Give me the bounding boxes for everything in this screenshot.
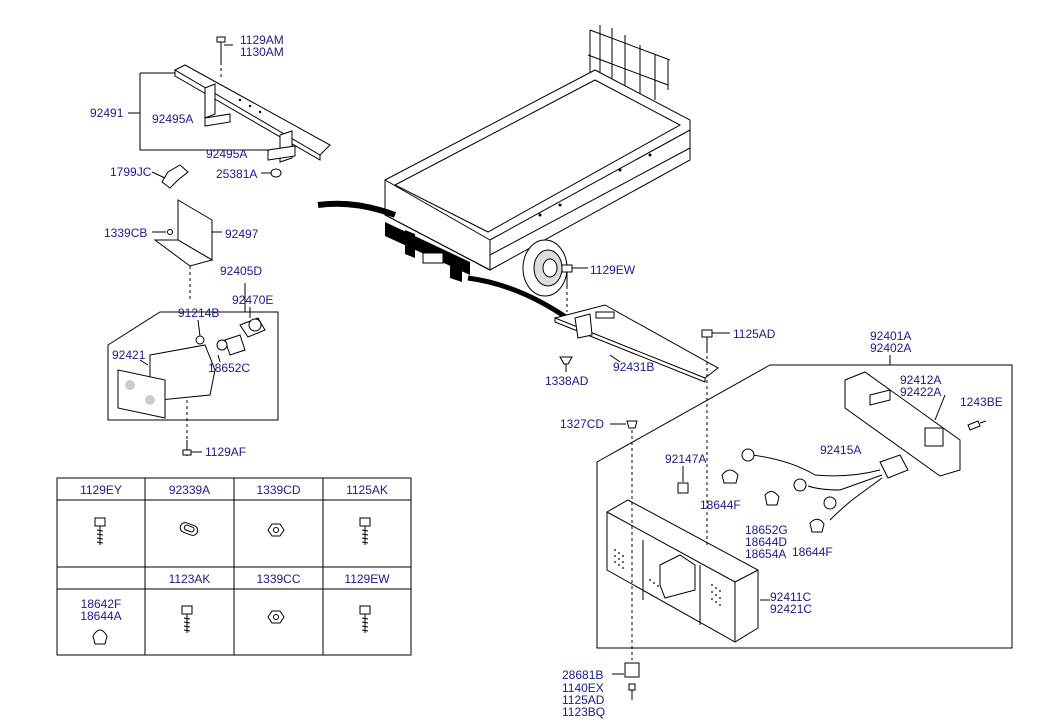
label-92495A-2: 92495A [206,147,248,161]
label-1123BQ: 1123BQ [562,705,606,719]
bolt-icon-2 [359,605,371,633]
table-header-1125AK: 1125AK [346,483,388,497]
label-18654A: 18654A [745,547,787,561]
nut-icon-2 [267,610,285,624]
label-92147A: 92147A [665,452,707,466]
screw-icon-2 [181,605,193,633]
table-header-92339A: 92339A [168,483,211,497]
table-header-1339CD: 1339CD [256,483,301,497]
table-header-1339CC: 1339CC [256,572,301,586]
label-1129EW: 1129EW [590,263,636,277]
table-header-1129EY: 1129EY [80,483,122,497]
label-1243BE: 1243BE [960,395,1003,409]
label-18644D: 18644D [745,535,788,549]
label-92421: 92421 [112,348,146,362]
label-1125AD: 1125AD [733,327,776,341]
label-92402A: 92402A [870,341,912,355]
label-1338AD: 1338AD [545,374,589,388]
label-1129AF: 1129AF [205,445,247,459]
label-18652C: 18652C [208,361,251,375]
label-18644F-1: 18644F [700,498,741,512]
label-1125AD-bottom: 1125AD [562,693,605,707]
table-bulb-18644A: 18644A [80,609,122,623]
table-header-1129EW: 1129EW [344,572,390,586]
screw-icon [94,517,106,545]
nut-25381A [261,168,282,178]
nut-icon [267,523,285,537]
rear-lamp-92401A [596,350,1013,700]
label-18644F-2: 18644F [792,545,833,559]
label-25381A: 25381A [216,167,258,181]
label-18652G: 18652G [745,523,788,537]
table-header-1123AK: 1123AK [168,572,211,586]
bolt-icon [359,517,371,545]
label-1140EX: 1140EX [562,681,604,695]
label-92405D: 92405D [220,264,263,278]
table-bulb-18642F: 18642F [80,597,122,611]
label-92491: 92491 [90,106,124,120]
label-92412A: 92412A [900,373,942,387]
bracket-92431B [553,264,730,383]
truck-bed [317,25,691,323]
bracket-92497 [152,199,222,300]
label-92497: 92497 [225,227,259,241]
lamp-assembly-92405D [107,283,279,456]
label-1130AM: 1130AM [240,45,284,59]
bulb-icon [92,629,108,645]
label-92415A: 92415A [820,443,862,457]
label-1129AM: 1129AM [240,33,284,47]
label-1327CD: 1327CD [560,417,605,431]
label-92411C: 92411C [770,590,812,604]
label-92495A-1: 92495A [152,112,194,126]
label-1339CB: 1339CB [104,226,148,240]
label-1799JC: 1799JC [110,165,152,179]
clip-1799JC [151,164,189,189]
label-92431B: 92431B [613,360,655,374]
label-92422A: 92422A [900,385,942,399]
label-92470E: 92470E [232,293,274,307]
label-92421C: 92421C [770,602,813,616]
label-91214B: 91214B [178,306,220,320]
bracket-92491 [128,36,331,163]
label-28681B: 28681B [562,668,604,682]
grommet-icon [179,522,199,536]
label-92401A: 92401A [870,329,912,343]
parts-table [56,477,412,656]
